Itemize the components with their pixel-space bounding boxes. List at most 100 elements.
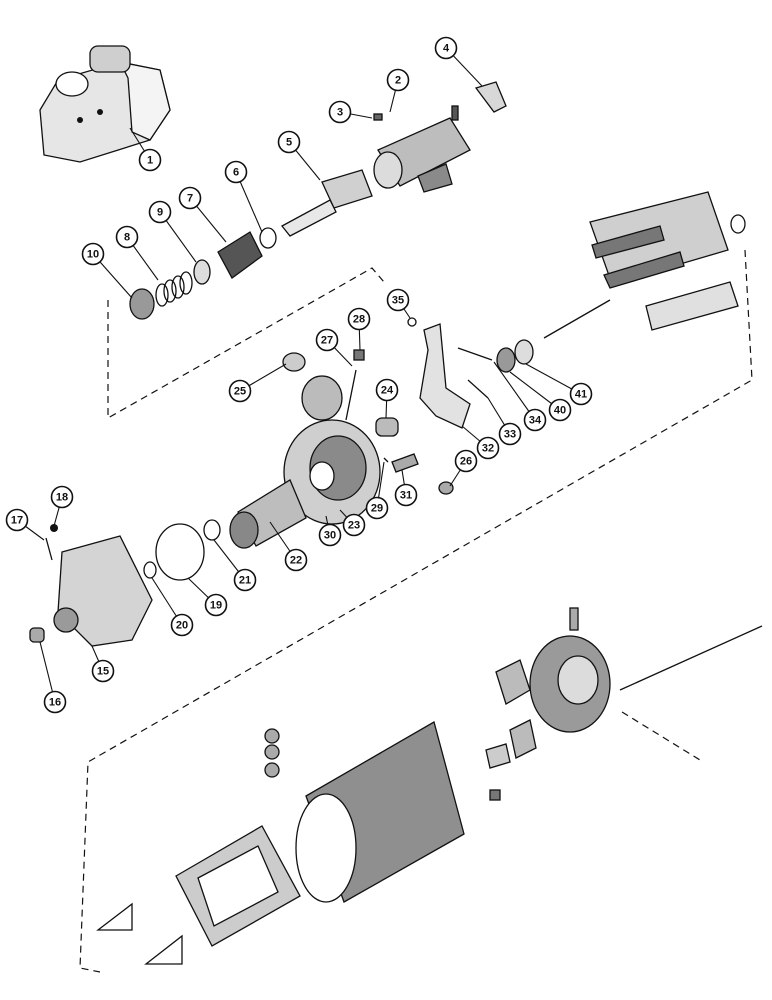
brush-holder-parts: [485, 659, 537, 801]
washer-part-40: [496, 347, 516, 373]
callout-label-25: 25: [234, 386, 246, 398]
collar-part: [129, 288, 155, 320]
callout-circle-25: [228, 379, 252, 403]
callout-26: 26: [449, 449, 478, 487]
callout-label-27: 27: [321, 335, 333, 347]
pin-part-17: [45, 537, 53, 561]
callout-28: 28: [347, 307, 371, 351]
field-frame-part: [295, 721, 465, 903]
callout-circle-29: [365, 496, 389, 520]
plug-part-28: [353, 349, 365, 361]
drive-end-housing-part: [53, 535, 153, 647]
callout-label-9: 9: [157, 207, 163, 219]
callout-30: 30: [318, 515, 342, 547]
callout-label-31: 31: [400, 490, 412, 502]
callout-5: 5: [277, 130, 321, 181]
callout-leader-34: [493, 361, 536, 421]
callout-19: 19: [187, 577, 228, 617]
callout-label-6: 6: [233, 167, 239, 179]
through-bolt-leader: [621, 711, 701, 761]
callout-circle-6: [224, 160, 248, 184]
callout-circle-4: [434, 36, 458, 60]
washer-part-41: [514, 339, 534, 365]
callout-label-1: 1: [147, 155, 153, 167]
callout-circle-30: [318, 523, 342, 547]
callout-label-5: 5: [286, 137, 292, 149]
callout-25: 25: [228, 363, 287, 403]
callout-label-41: 41: [575, 389, 587, 401]
callout-circle-17: [5, 508, 29, 532]
callout-label-4: 4: [443, 43, 450, 55]
callout-circle-31: [394, 483, 418, 507]
callout-label-28: 28: [353, 314, 365, 326]
screw-part-31: [391, 453, 419, 473]
bushing-part-25: [282, 352, 306, 372]
callout-circle-40: [548, 398, 572, 422]
callout-circle-35: [386, 288, 410, 312]
callout-circle-19: [204, 593, 228, 617]
callout-circle-16: [43, 690, 67, 714]
callout-label-24: 24: [381, 385, 394, 397]
strap-part: [474, 81, 507, 113]
callout-7: 7: [178, 186, 227, 243]
callout-circle-9: [148, 200, 172, 224]
callout-label-33: 33: [504, 429, 516, 441]
ring-part-21: [203, 519, 221, 541]
ring-part-20: [143, 561, 157, 579]
callout-35: 35: [386, 288, 411, 319]
boot-part: [217, 231, 263, 279]
callout-3: 3: [328, 100, 373, 124]
callout-label-40: 40: [554, 405, 566, 417]
washer-part-9: [193, 259, 211, 285]
terminal-stud-parts: [264, 728, 280, 778]
callout-15: 15: [91, 645, 115, 683]
callout-circle-33: [498, 422, 522, 446]
callout-label-3: 3: [337, 107, 343, 119]
callout-label-32: 32: [482, 443, 494, 455]
callout-circle-32: [476, 436, 500, 460]
callout-27: 27: [315, 328, 353, 367]
callout-label-35: 35: [392, 295, 404, 307]
drive-housing-part: [283, 369, 381, 525]
callout-label-26: 26: [460, 456, 472, 468]
callout-circle-1: [138, 148, 162, 172]
callout-circle-28: [347, 307, 371, 331]
callout-24: 24: [375, 378, 399, 419]
callouts-layer: 1234567891015161718192021222324252627282…: [5, 36, 593, 714]
callout-33: 33: [487, 397, 522, 446]
screw-part: [373, 113, 383, 121]
callout-34: 34: [493, 361, 547, 432]
shift-lever-part: [419, 323, 471, 429]
callout-4: 4: [434, 36, 483, 87]
ring-part-19: [155, 523, 205, 581]
callout-9: 9: [148, 200, 197, 263]
callout-label-20: 20: [176, 620, 188, 632]
bushing-part-24: [375, 417, 399, 437]
callout-41: 41: [525, 363, 593, 406]
bushing-part-16: [29, 627, 45, 643]
clip-part-35: [407, 317, 417, 327]
callout-label-7: 7: [187, 193, 193, 205]
callout-circle-15: [91, 659, 115, 683]
callout-circle-20: [170, 613, 194, 637]
callout-8: 8: [115, 225, 159, 281]
callout-label-15: 15: [97, 666, 109, 678]
callout-label-23: 23: [348, 520, 360, 532]
callout-23: 23: [339, 509, 366, 537]
callout-circle-8: [115, 225, 139, 249]
field-coil-part: [175, 825, 301, 947]
callout-circle-22: [284, 548, 308, 572]
callout-label-2: 2: [395, 75, 401, 87]
callout-circle-34: [523, 408, 547, 432]
callout-circle-10: [81, 242, 105, 266]
callout-1: 1: [129, 127, 162, 172]
callout-6: 6: [224, 160, 263, 233]
callout-circle-26: [454, 449, 478, 473]
callout-label-10: 10: [87, 249, 99, 261]
callout-circle-41: [569, 382, 593, 406]
callout-29: 29: [365, 461, 389, 520]
triangle-marker-right: [144, 934, 183, 965]
triangle-marker-left: [96, 902, 133, 931]
key-part-29: [383, 457, 389, 463]
